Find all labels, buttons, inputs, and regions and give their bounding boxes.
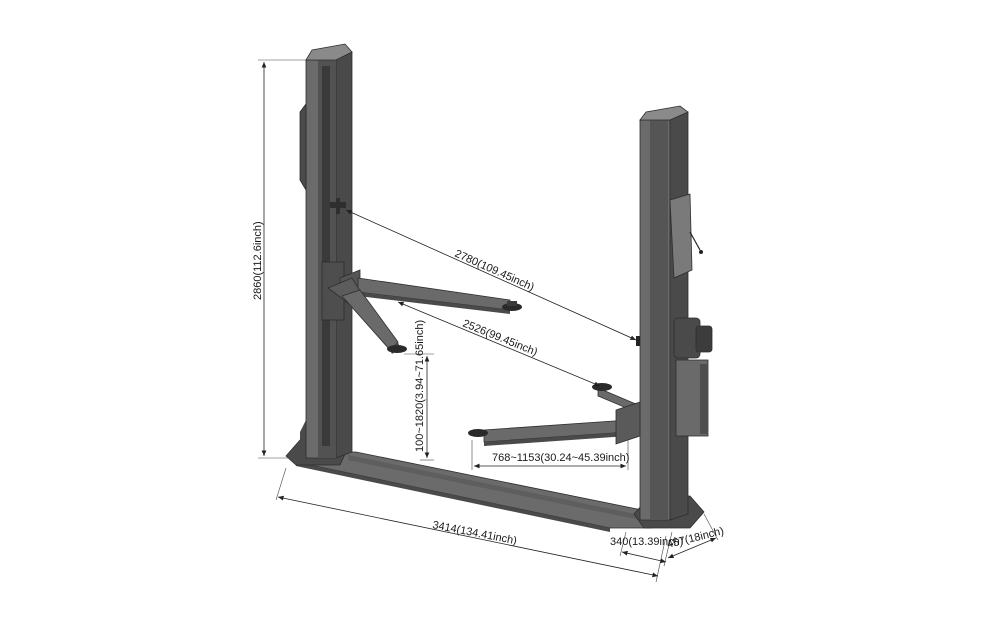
- dimension-height-total: 2860(112.6inch): [252, 59, 306, 459]
- dimension-arm-reach: 768~1153(30.24~45.39inch): [471, 440, 629, 470]
- hydraulic-motor-icon: [673, 317, 713, 437]
- label-base-depth: 340(13.39inch): [610, 536, 683, 548]
- label-diagonal-arm: 2526(99.45inch): [461, 318, 539, 359]
- dimension-diagonal-top: 2780(109.45inch): [345, 209, 637, 341]
- dimension-diagonal-arm: 2526(99.45inch): [397, 301, 601, 387]
- dimension-base-depth: 340(13.39inch): [610, 531, 683, 567]
- label-arm-reach: 768~1153(30.24~45.39inch): [492, 452, 629, 464]
- label-diagonal-top: 2780(109.45inch): [453, 248, 536, 294]
- label-base-width: 457(18inch): [666, 525, 725, 551]
- label-height-total: 2860(112.6inch): [252, 221, 264, 300]
- left-post: [285, 43, 353, 466]
- label-lift-height: 100~1820(3.94~71.65inch): [414, 320, 426, 452]
- dimension-lift-height: 100~1820(3.94~71.65inch): [404, 320, 434, 461]
- right-post: [633, 105, 713, 529]
- label-overall-width: 3414(134.41inch): [431, 519, 517, 547]
- right-front-arm: [468, 401, 641, 446]
- base-plate: [295, 451, 653, 532]
